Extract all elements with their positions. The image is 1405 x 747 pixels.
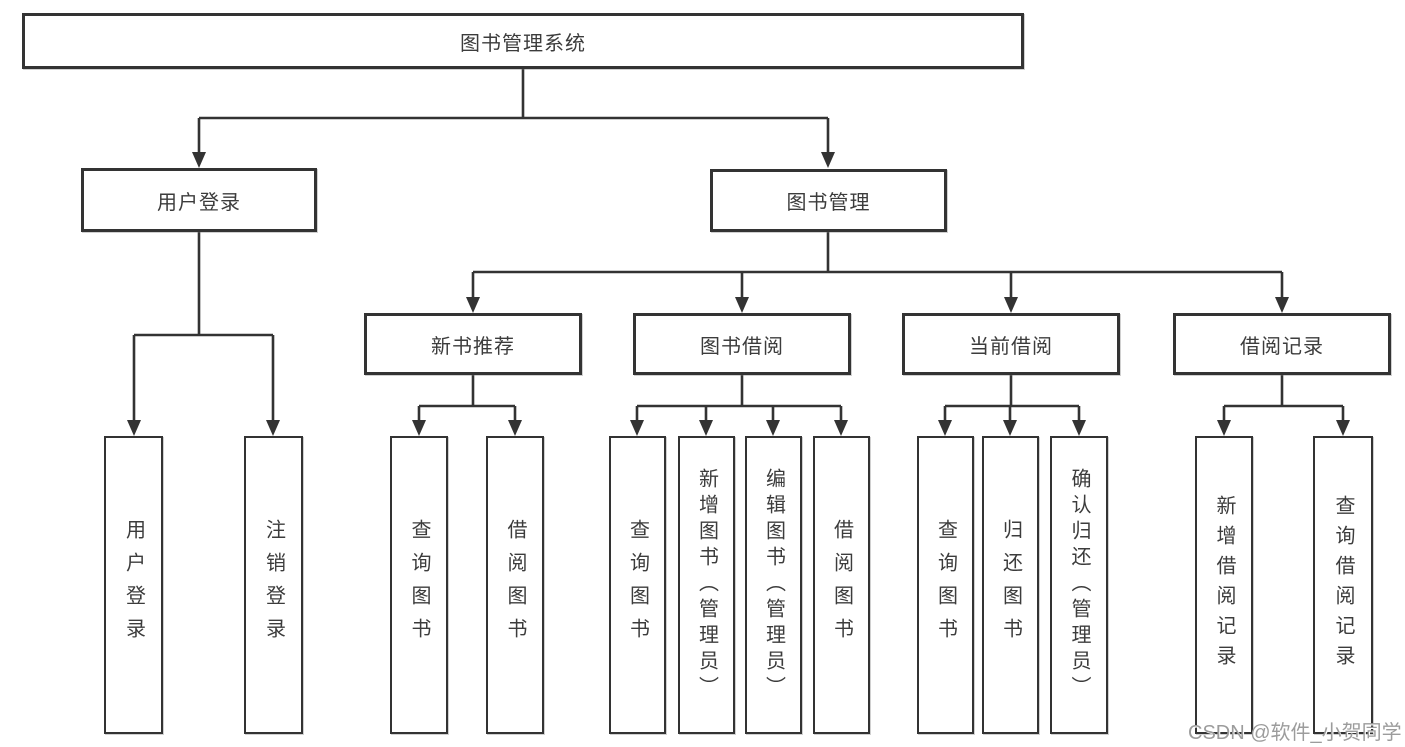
node-label: 查询图书 <box>934 519 957 651</box>
node-new-book-recommendation: 新书推荐 <box>364 313 582 375</box>
node-leaf-query-books-recommend: 查询图书 <box>390 436 448 734</box>
node-borrowing-records: 借阅记录 <box>1173 313 1391 375</box>
node-label: 图书管理系统 <box>460 32 586 55</box>
node-user-login: 用户登录 <box>81 168 317 232</box>
csdn-watermark: CSDN @软件_小贺同学 <box>1188 722 1402 744</box>
node-label: 新增图书（管理员） <box>695 468 718 702</box>
node-leaf-user-login: 用户登录 <box>104 436 163 734</box>
node-label: 用户登录 <box>157 191 241 214</box>
node-label: 图书管理 <box>786 192 871 214</box>
node-label: 当前借阅 <box>969 335 1053 358</box>
node-label: 新增借阅记录 <box>1213 495 1235 675</box>
arrowheads <box>127 152 1350 436</box>
node-leaf-query-books-current: 查询图书 <box>917 436 974 734</box>
node-leaf-confirm-return-admin: 确认归还（管理员） <box>1050 436 1108 734</box>
node-label: 注销登录 <box>262 519 285 651</box>
node-label: 用户登录 <box>122 519 145 651</box>
node-leaf-logout: 注销登录 <box>244 436 303 734</box>
node-label: 图书借阅 <box>700 335 784 358</box>
node-label: 查询借阅记录 <box>1332 495 1354 675</box>
node-leaf-query-books: 查询图书 <box>609 436 666 734</box>
node-label: 借阅图书 <box>830 519 853 651</box>
node-leaf-query-borrow-record: 查询借阅记录 <box>1313 436 1373 734</box>
node-label: 新书推荐 <box>431 335 515 358</box>
node-label: 查询图书 <box>626 519 649 651</box>
node-label: 借阅记录 <box>1240 335 1324 358</box>
node-leaf-return-books: 归还图书 <box>982 436 1039 734</box>
node-book-management: 图书管理 <box>710 169 947 232</box>
node-leaf-add-borrow-record: 新增借阅记录 <box>1195 436 1253 734</box>
node-label: 确认归还（管理员） <box>1068 468 1090 702</box>
node-leaf-edit-books-admin: 编辑图书（管理员） <box>745 436 802 734</box>
node-leaf-borrow-books-recommend: 借阅图书 <box>486 436 544 734</box>
node-label: 借阅图书 <box>504 519 526 651</box>
node-label: 归还图书 <box>999 519 1022 651</box>
node-label: 编辑图书（管理员） <box>762 468 785 702</box>
node-book-borrowing: 图书借阅 <box>633 313 851 375</box>
node-label: 查询图书 <box>408 519 430 651</box>
node-leaf-borrow-books: 借阅图书 <box>813 436 870 734</box>
node-current-borrowing: 当前借阅 <box>902 313 1120 375</box>
node-leaf-add-books-admin: 新增图书（管理员） <box>678 436 735 734</box>
node-library-management-system: 图书管理系统 <box>22 13 1024 69</box>
